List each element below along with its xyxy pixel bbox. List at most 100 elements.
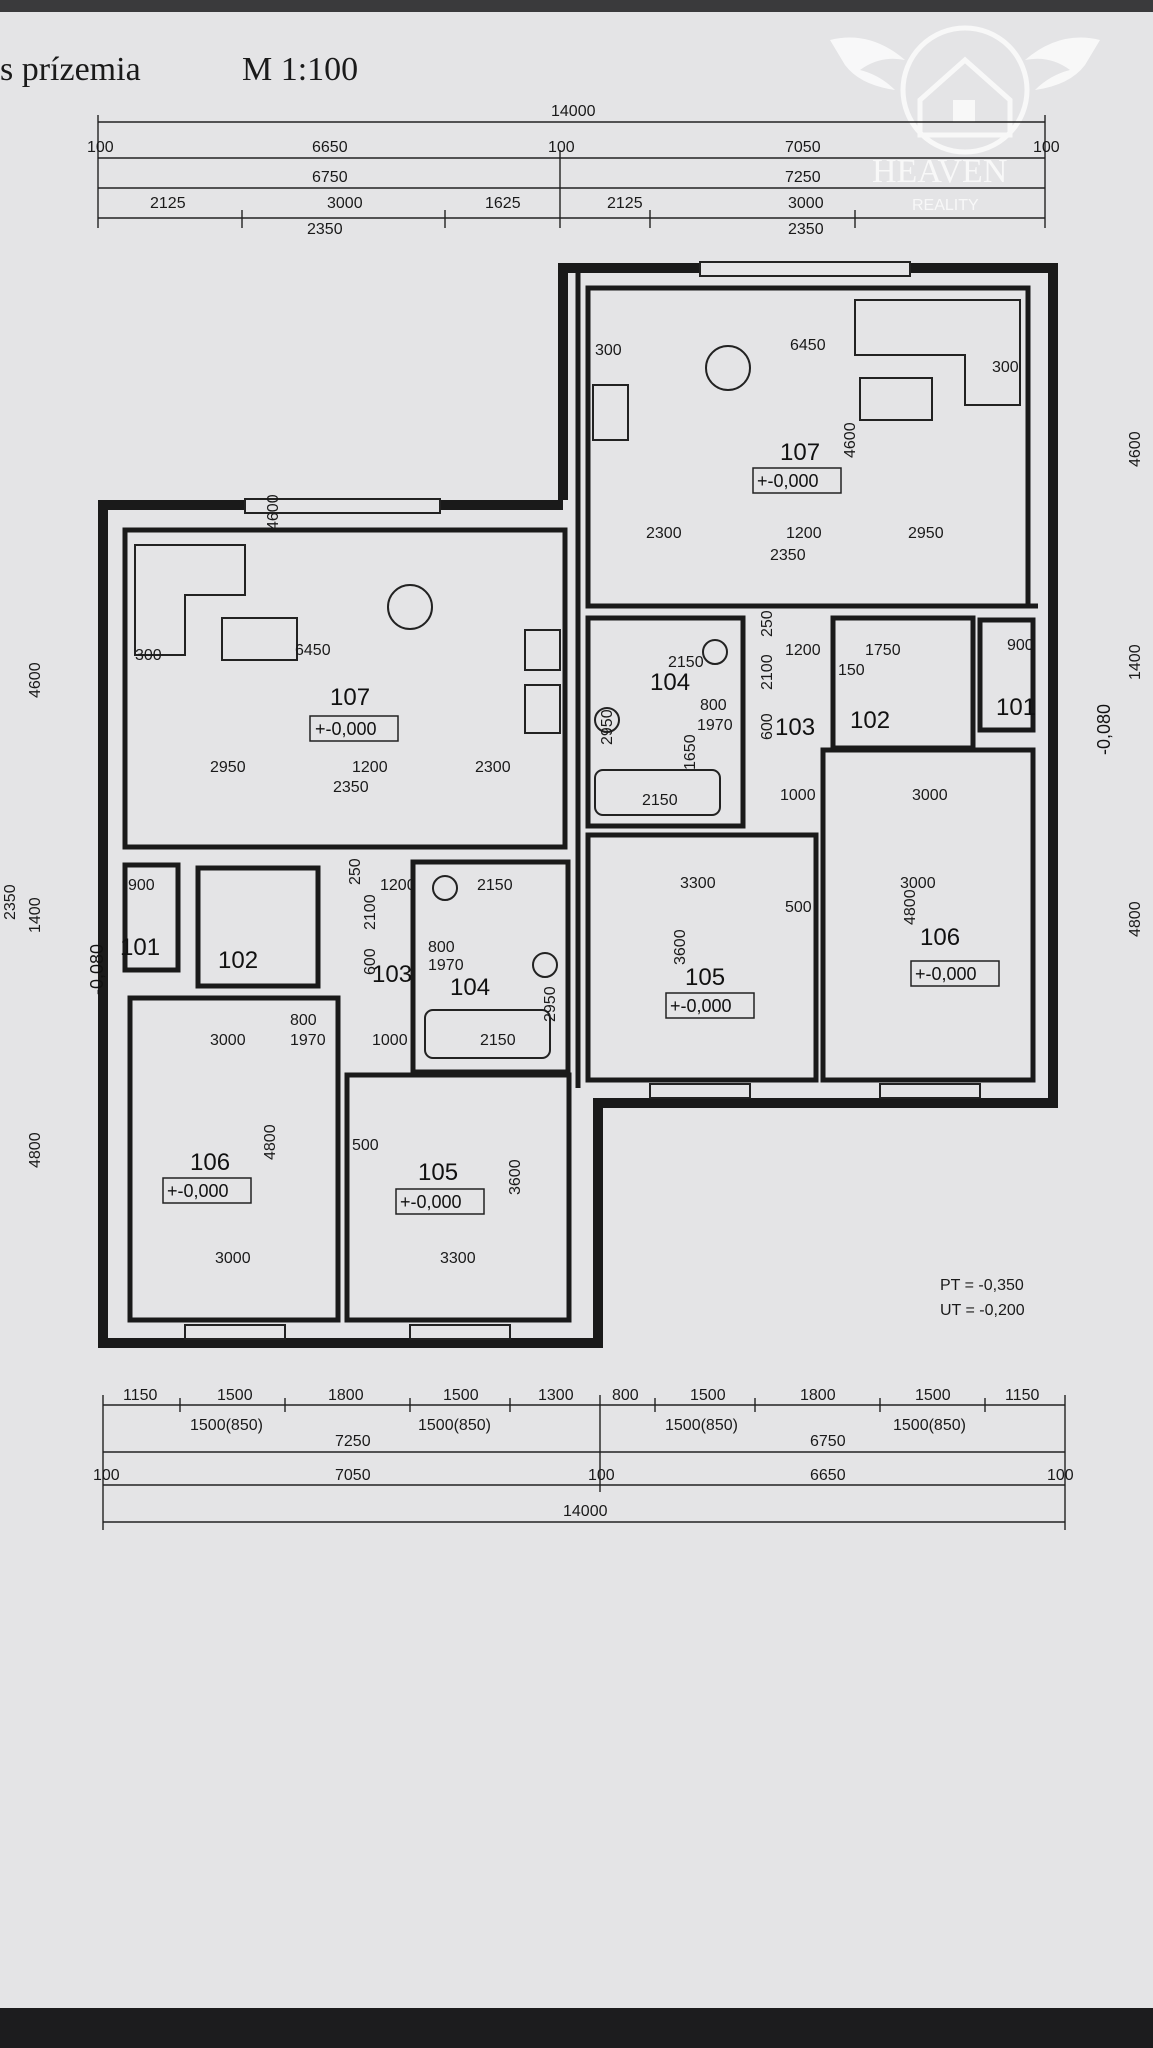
dim-2950-upper: 2950 [908, 525, 944, 542]
level-boxes [162, 467, 1000, 1215]
room-102-left: 102 [218, 947, 258, 974]
dim-3000-right-top: 3000 [912, 787, 948, 804]
dim-1000-left: 1000 [372, 1032, 408, 1049]
room-106-left: 106 [190, 1149, 230, 1176]
furniture [134, 299, 1021, 1059]
dim-bot-win-d: 1500(850) [893, 1417, 966, 1434]
dim-bot2-a: 1500 [217, 1387, 253, 1404]
dim-1200-upper: 1200 [786, 525, 822, 542]
dim-half-b-bottom: 7050 [335, 1467, 371, 1484]
dim-3600-room-105-right: 3600 [672, 929, 689, 965]
dim-500-left: 500 [352, 1137, 379, 1154]
dim-t3: 1625 [485, 195, 521, 212]
dim-250-right: 250 [759, 610, 776, 637]
dim-2350-upper: 2350 [770, 547, 806, 564]
dim-wall-top-left: 100 [87, 139, 114, 156]
dim-2950-lower: 2950 [210, 759, 246, 776]
dim-t1: 2125 [150, 195, 186, 212]
dim-2150-tub-right: 2150 [642, 792, 678, 809]
room-105-right: 105 [685, 964, 725, 991]
dim-2150-tub-left: 2150 [480, 1032, 516, 1049]
dim-4600-left: 4600 [27, 662, 44, 698]
dim-300-upper: 300 [595, 342, 622, 359]
room-107-upper: 107 [780, 439, 820, 466]
plan-scale: M 1:100 [242, 51, 358, 88]
dim-4600-right: 4600 [1127, 431, 1144, 467]
level-106-left: +-0,000 [167, 1181, 229, 1201]
dim-bot-win-c: 1500(850) [665, 1417, 738, 1434]
dim-600-left: 600 [362, 948, 379, 975]
dim-300-lower: 300 [135, 647, 162, 664]
dim-3000-left-bottom: 3000 [215, 1250, 251, 1267]
dim-800-right: 800 [700, 697, 727, 714]
dim-2150-bath-right: 2150 [668, 654, 704, 671]
room-105-left: 105 [418, 1159, 458, 1186]
room-107-lower: 107 [330, 684, 370, 711]
level-107-upper: +-0,000 [757, 471, 819, 491]
windows [184, 261, 981, 1340]
dim-3300-left: 3300 [440, 1250, 476, 1267]
dim-250-left: 250 [347, 858, 364, 885]
dim-total-b-bottom: 7250 [335, 1433, 371, 1450]
dim-1400-right: 1400 [1127, 644, 1144, 680]
room-101-left: 101 [120, 934, 160, 961]
dim-half-a-top: 6650 [312, 139, 348, 156]
dim-half-a-bottom: 6650 [810, 1467, 846, 1484]
dim-total-b-top: 7250 [785, 169, 821, 186]
room-104-left: 104 [450, 974, 490, 1001]
dim-1970-left: 1970 [290, 1032, 326, 1049]
dim-bot2-b: 1500 [443, 1387, 479, 1404]
dim-600-right: 600 [759, 713, 776, 740]
interior-walls [122, 268, 1038, 1323]
room-104-right: 104 [650, 669, 690, 696]
dim-2150-bath-left: 2150 [477, 877, 513, 894]
dim-1970-right: 1970 [697, 717, 733, 734]
dim-1650-right: 1650 [682, 734, 699, 770]
dim-t4b: 2350 [788, 221, 824, 238]
dim-800-left: 800 [290, 1012, 317, 1029]
level-106-right: +-0,000 [915, 964, 977, 984]
dim-300-sofa-upper: 300 [992, 359, 1019, 376]
dim-900-right: 900 [1007, 637, 1034, 654]
dim-wall-bot-left: 100 [93, 1467, 120, 1484]
heaven-reality-logo: HEAVEN REALITY [830, 25, 1100, 214]
dim-bot1-left: 1150 [123, 1387, 158, 1404]
dim-t2b: 3000 [788, 195, 824, 212]
level-105-left: +-0,000 [400, 1192, 462, 1212]
dim-overall-top: 14000 [551, 103, 596, 120]
dim-bot1-right: 1150 [1005, 1387, 1040, 1404]
dim-wall-bot-mid: 100 [588, 1467, 615, 1484]
dim-500-right: 500 [785, 899, 812, 916]
dim-overall-bottom: 14000 [563, 1503, 608, 1520]
dim-1200-lower: 1200 [352, 759, 388, 776]
dim-4800-right: 4800 [1127, 901, 1144, 937]
dim-bot2-d: 1500 [915, 1387, 951, 1404]
dim-3300-right: 3300 [680, 875, 716, 892]
dim-bot3-a: 1800 [328, 1387, 364, 1404]
dim-800-bath-left: 800 [428, 939, 455, 956]
dim-2950-bath-left: 2950 [542, 986, 559, 1022]
dim-t1b: 2125 [607, 195, 643, 212]
dim-3000-right: 3000 [900, 875, 936, 892]
top-dimension-lines [97, 115, 1046, 228]
dim-total-a-bottom: 6750 [810, 1433, 846, 1450]
dim-bot5: 800 [612, 1387, 639, 1404]
logo-word: HEAVEN [872, 153, 1007, 190]
level-107-lower: +-0,000 [315, 719, 377, 739]
room-101-right: 101 [996, 694, 1036, 721]
dim-wall-top-right: 100 [1033, 139, 1060, 156]
room-103-left: 103 [372, 961, 412, 988]
dim-2950-bath-right: 2950 [599, 709, 616, 745]
dim-4800-left: 4800 [27, 1132, 44, 1168]
dim-2300-lower: 2300 [475, 759, 511, 776]
dim-bot2-c: 1500 [690, 1387, 726, 1404]
dim-t4a: 2350 [307, 221, 343, 238]
dim-2100-left: 2100 [362, 894, 379, 930]
dim-6450-upper: 6450 [790, 337, 826, 354]
dim-bot3-b: 1800 [800, 1387, 836, 1404]
dim-half-b-top: 7050 [785, 139, 821, 156]
dim-1200-hall-right: 1200 [785, 642, 821, 659]
dim-4800-room-106-right: 4800 [902, 889, 919, 925]
